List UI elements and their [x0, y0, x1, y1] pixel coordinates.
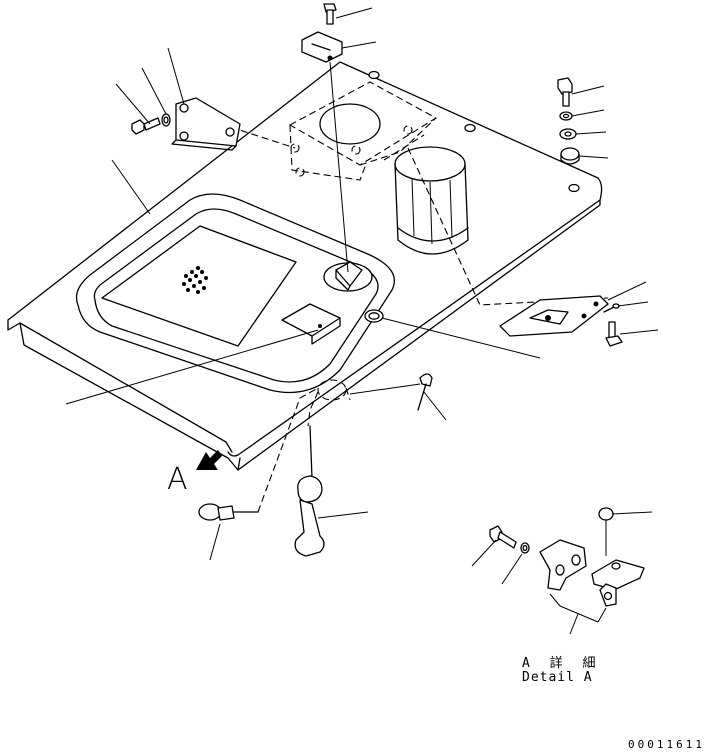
- washer-right-small: [559, 111, 573, 121]
- detail-title-en: Detail A: [522, 670, 593, 685]
- rod-line: [329, 61, 349, 273]
- inspection-lid: [75, 193, 396, 394]
- grommet: [364, 309, 384, 323]
- mount-plate-left: [171, 97, 241, 151]
- handle-lever: [294, 425, 325, 557]
- knob-link-dashed: [257, 387, 319, 513]
- hinge-boss: [307, 379, 351, 427]
- leader-lines: [65, 7, 659, 635]
- detail-bolt: [489, 525, 517, 549]
- lid-boss: [323, 261, 373, 292]
- pin-right: [417, 373, 433, 411]
- knob: [198, 503, 259, 521]
- screw-latch: [605, 321, 623, 347]
- view-arrow-icon: [196, 450, 222, 470]
- detail-washer: [520, 542, 530, 554]
- pin-leader: [349, 383, 421, 395]
- detail-latch: [591, 559, 645, 607]
- detail-bracket: [539, 539, 587, 591]
- bolt-left: [131, 117, 161, 135]
- clip-top: [301, 31, 343, 63]
- view-marker-label: A: [167, 462, 188, 497]
- drawing-number: 00011611: [628, 738, 705, 751]
- vent-holes: [182, 266, 208, 294]
- washer-right: [559, 128, 577, 140]
- bolt-right: [557, 77, 573, 107]
- cover-panel: [7, 61, 603, 471]
- detail-title-jp: A 詳 細: [522, 656, 602, 671]
- filler-opening: [319, 103, 381, 145]
- latch-plate: [499, 295, 609, 337]
- nut-right: [560, 147, 580, 165]
- bolt-top: [323, 3, 337, 25]
- washer-left: [161, 113, 171, 127]
- detail-stopper: [598, 507, 614, 556]
- cylinder-guard: [394, 146, 469, 255]
- hidden-bracket: [177, 81, 438, 181]
